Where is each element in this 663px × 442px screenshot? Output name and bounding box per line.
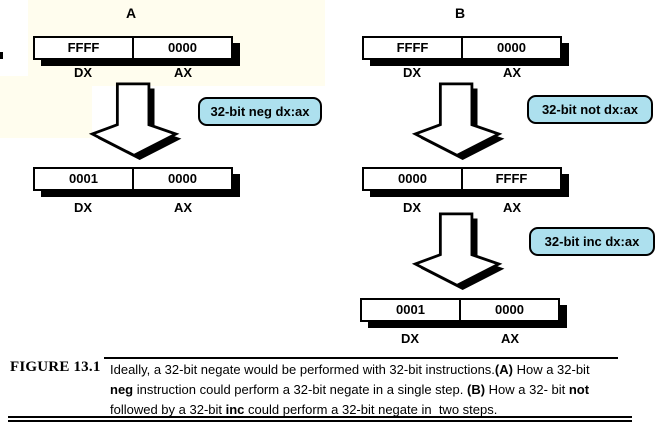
register-labels-b-middle: DX AX (362, 200, 562, 215)
scan-artifact-tick (0, 52, 3, 59)
register-labels-a-after: DX AX (33, 200, 233, 215)
register-labels-b-after: DX AX (360, 331, 560, 346)
ax-value: 0000 (497, 40, 526, 55)
section-b-label: B (454, 5, 466, 21)
dx-label: DX (402, 200, 422, 215)
down-arrow-icon (88, 82, 182, 160)
ax-value: 0000 (495, 302, 524, 317)
register-box: 0000 FFFF (362, 167, 562, 191)
register-box: FFFF 0000 (362, 36, 562, 60)
dx-value: FFFF (35, 38, 134, 58)
ax-label: AX (502, 65, 522, 80)
op-callout-inc: 32-bit inc dx:ax (529, 227, 655, 256)
dx-value: 0001 (35, 169, 134, 189)
register-labels-b-before: DX AX (362, 65, 562, 80)
register-box: 0001 0000 (360, 298, 560, 322)
ax-value: 0000 (168, 171, 197, 186)
register-box: FFFF 0000 (33, 36, 233, 60)
down-arrow-icon (411, 82, 505, 160)
caption-bottom-double-rule (8, 416, 632, 422)
ax-label: AX (173, 65, 193, 80)
caption-line: followed by a 32-bit inc could perform a… (110, 402, 498, 417)
dx-label: DX (402, 65, 422, 80)
ax-value: FFFF (495, 171, 528, 186)
dx-label: DX (73, 65, 93, 80)
register-pair-b-before: FFFF 0000 (362, 36, 569, 66)
ax-label: AX (173, 200, 193, 215)
op-callout-neg: 32-bit neg dx:ax (198, 97, 322, 126)
caption-top-rule (104, 357, 618, 359)
caption-text: Ideally, a 32-bit negate would be perfor… (110, 360, 590, 420)
dx-label: DX (400, 331, 420, 346)
register-box: 0001 0000 (33, 167, 233, 191)
caption-line: Ideally, a 32-bit negate would be perfor… (110, 362, 590, 377)
down-arrow-icon (411, 212, 505, 290)
op-callout-not: 32-bit not dx:ax (527, 95, 653, 124)
register-pair-a-after: 0001 0000 (33, 167, 240, 197)
register-pair-b-after: 0001 0000 (360, 298, 567, 328)
section-a-label: A (125, 5, 137, 21)
scan-tint-patch (0, 76, 92, 138)
ax-value: 0000 (168, 40, 197, 55)
register-pair-b-middle: 0000 FFFF (362, 167, 569, 197)
dx-label: DX (73, 200, 93, 215)
register-pair-a-before: FFFF 0000 (33, 36, 240, 66)
register-labels-a-before: DX AX (33, 65, 233, 80)
dx-value: 0000 (364, 169, 463, 189)
dx-value: 0001 (362, 300, 461, 320)
ax-label: AX (500, 331, 520, 346)
figure-number: FIGURE 13.1 (10, 359, 101, 375)
caption-line: neg instruction could perform a 32-bit n… (110, 382, 590, 397)
dx-value: FFFF (364, 38, 463, 58)
ax-label: AX (502, 200, 522, 215)
